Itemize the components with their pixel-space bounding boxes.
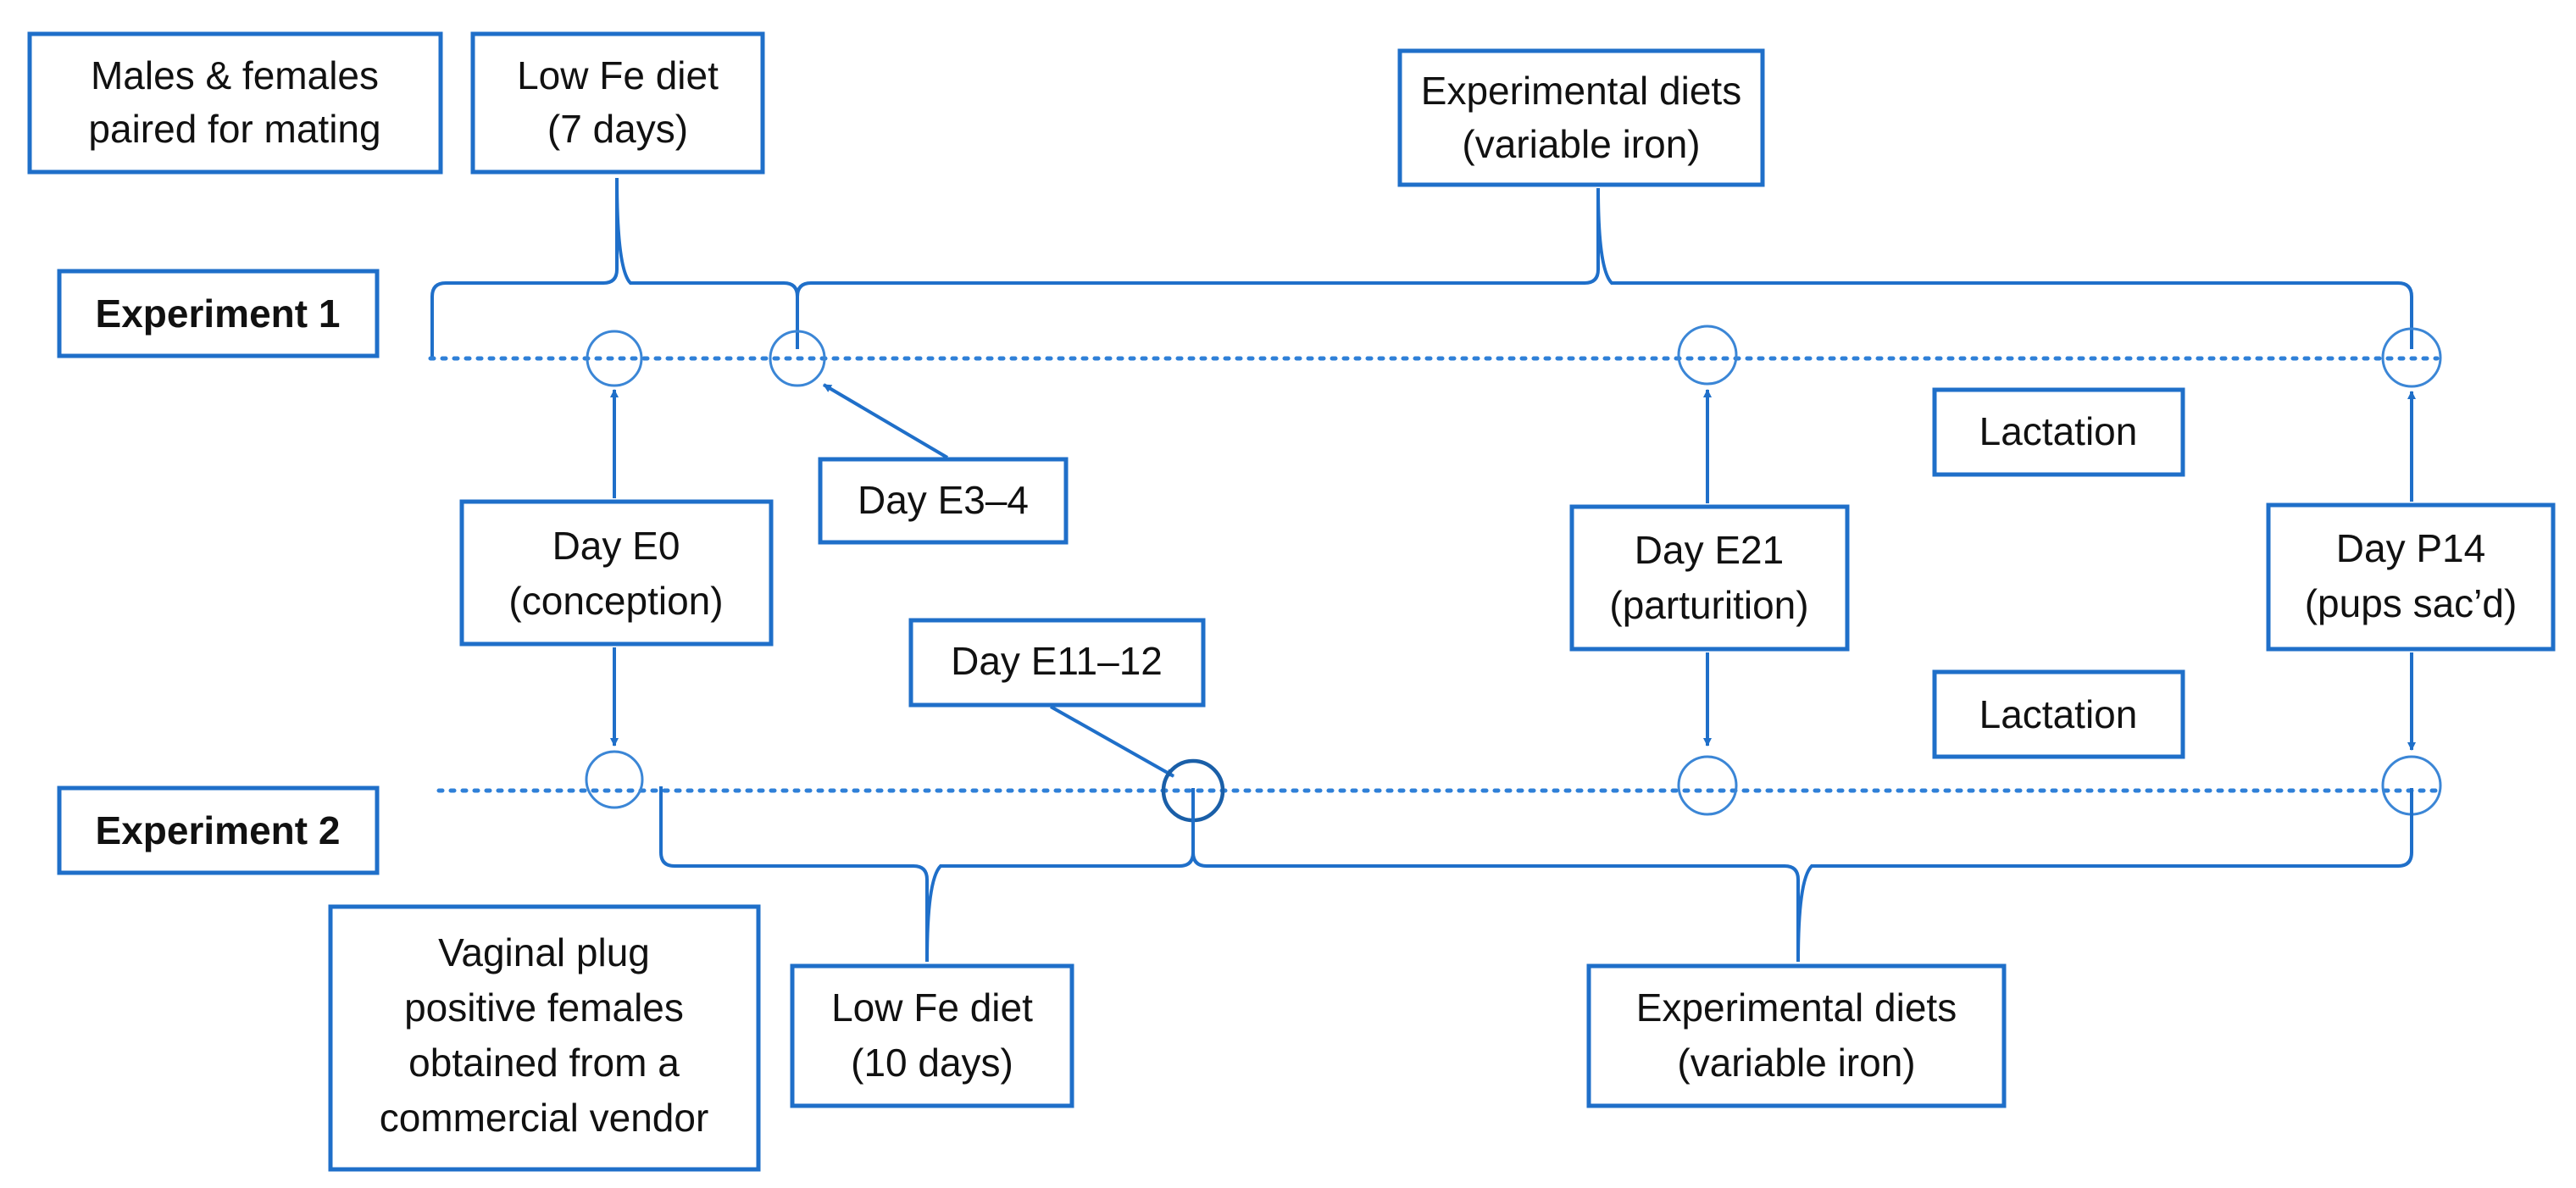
exp1-expdiet-line-1: Experimental diets bbox=[1421, 69, 1741, 113]
day-e1112-arrow bbox=[1050, 705, 1174, 778]
day-p14-box: Day P14 (pups sac’d) bbox=[2266, 502, 2556, 652]
exp1-lowfe-brace bbox=[430, 177, 799, 358]
vendor-line-1: Vaginal plug bbox=[438, 930, 650, 974]
exp2-lowfe-line-2: (10 days) bbox=[851, 1041, 1013, 1085]
mating-box: Males & females paired for mating bbox=[27, 31, 443, 175]
day-e0-line-2: (conception) bbox=[508, 579, 723, 623]
day-e0-line-1: Day E0 bbox=[552, 524, 680, 568]
exp2-lowfe-line-1: Low Fe diet bbox=[831, 985, 1033, 1030]
day-e21-box: Day E21 (parturition) bbox=[1569, 504, 1850, 652]
exp2-expdiet-line-2: (variable iron) bbox=[1677, 1041, 1915, 1085]
mating-box-line-1: Males & females bbox=[91, 53, 379, 97]
exp2-lowfe-brace bbox=[659, 786, 1195, 963]
experiment-1-label-text: Experiment 1 bbox=[96, 291, 341, 336]
exp1-experimental-diets-box: Experimental diets (variable iron) bbox=[1397, 48, 1765, 187]
experiment-1-label: Experiment 1 bbox=[57, 269, 380, 358]
exp2-expdiet-line-1: Experimental diets bbox=[1636, 985, 1957, 1030]
exp1-lowfe-line-2: (7 days) bbox=[547, 107, 688, 151]
day-p14-line-2: (pups sac’d) bbox=[2305, 581, 2518, 625]
exp1-expdiet-brace bbox=[796, 187, 2413, 349]
exp2-expdiet-brace bbox=[1191, 788, 2413, 963]
exp1-lowfe-line-1: Low Fe diet bbox=[517, 53, 719, 97]
exp2-lactation-text: Lactation bbox=[1979, 692, 2138, 736]
vendor-line-4: commercial vendor bbox=[380, 1096, 709, 1140]
exp1-marker-e21 bbox=[1677, 325, 1738, 386]
exp1-marker-p14 bbox=[2381, 327, 2442, 388]
day-e1112-box: Day E11–12 bbox=[908, 618, 1206, 708]
vendor-box: Vaginal plug positive females obtained f… bbox=[328, 904, 761, 1172]
exp1-lowfe-diet-box: Low Fe diet (7 days) bbox=[470, 31, 765, 175]
exp2-experimental-diets-box: Experimental diets (variable iron) bbox=[1586, 963, 2007, 1108]
exp2-lactation-box: Lactation bbox=[1932, 669, 2185, 759]
vendor-line-3: obtained from a bbox=[408, 1041, 680, 1085]
day-p14-line-1: Day P14 bbox=[2336, 526, 2485, 570]
exp1-marker-e0 bbox=[586, 330, 643, 387]
experiment-2-label: Experiment 2 bbox=[57, 786, 380, 875]
exp2-lowfe-diet-box: Low Fe diet (10 days) bbox=[790, 963, 1074, 1108]
day-e34-arrow bbox=[822, 383, 949, 459]
day-e34-box: Day E3–4 bbox=[818, 457, 1069, 545]
day-e34-text: Day E3–4 bbox=[858, 478, 1029, 522]
exp1-expdiet-line-2: (variable iron) bbox=[1462, 122, 1700, 166]
exp2-marker-e0 bbox=[585, 750, 644, 809]
day-e0-box: Day E0 (conception) bbox=[459, 499, 774, 647]
exp1-marker-e34 bbox=[769, 330, 826, 387]
exp1-lactation-text: Lactation bbox=[1979, 409, 2138, 453]
day-e21-line-2: (parturition) bbox=[1609, 583, 1808, 627]
exp1-lactation-box: Lactation bbox=[1932, 387, 2185, 477]
vendor-line-2: positive females bbox=[404, 985, 684, 1030]
exp2-marker-e21 bbox=[1677, 755, 1738, 816]
day-e1112-text: Day E11–12 bbox=[951, 639, 1163, 683]
mating-box-line-2: paired for mating bbox=[88, 107, 380, 151]
day-e21-line-1: Day E21 bbox=[1635, 528, 1784, 572]
experiment-2-label-text: Experiment 2 bbox=[96, 808, 341, 852]
